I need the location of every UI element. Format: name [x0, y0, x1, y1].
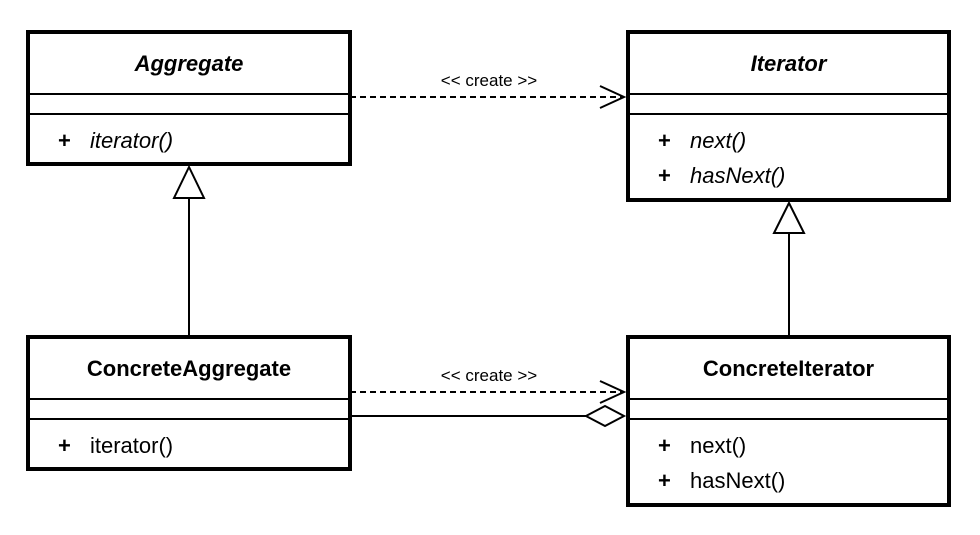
visibility: +: [658, 127, 671, 153]
operation: + hasNext(): [630, 463, 947, 498]
class-name: Aggregate: [30, 34, 348, 95]
attributes-compartment: [30, 400, 348, 420]
visibility: +: [58, 127, 71, 153]
operation-name: iterator(): [90, 127, 174, 153]
operation-name: hasNext(): [690, 467, 786, 493]
generalization-arrowhead-right: [772, 200, 806, 234]
attributes-compartment: [630, 95, 947, 115]
operations-compartment: + iterator(): [30, 420, 348, 463]
operation: + iterator(): [30, 428, 348, 463]
class-iterator[interactable]: Iterator + next() + hasNext(): [626, 30, 951, 202]
operations-compartment: + next() + hasNext(): [630, 420, 947, 498]
class-concrete-iterator[interactable]: ConcreteIterator + next() + hasNext(): [626, 335, 951, 507]
visibility: +: [658, 162, 671, 188]
operations-compartment: + iterator(): [30, 115, 348, 158]
operation: + next(): [630, 123, 947, 158]
attributes-compartment: [30, 95, 348, 115]
visibility: +: [58, 432, 71, 458]
visibility: +: [658, 467, 671, 493]
generalization-arrowhead-left: [172, 164, 206, 199]
class-name: ConcreteIterator: [630, 339, 947, 400]
open-arrowhead-top: [599, 85, 627, 109]
create-label-top: << create >>: [441, 71, 537, 90]
visibility: +: [658, 432, 671, 458]
operation-name: next(): [690, 127, 747, 153]
operation-name: next(): [690, 432, 747, 458]
attributes-compartment: [630, 400, 947, 420]
create-label-bottom: << create >>: [441, 366, 537, 385]
class-name: Iterator: [630, 34, 947, 95]
class-name: ConcreteAggregate: [30, 339, 348, 400]
open-arrowhead-bottom: [599, 380, 627, 404]
operation: + hasNext(): [630, 158, 947, 193]
operation: + next(): [630, 428, 947, 463]
operation: + iterator(): [30, 123, 348, 158]
class-aggregate[interactable]: Aggregate + iterator(): [26, 30, 352, 166]
operation-name: iterator(): [90, 432, 174, 458]
class-concrete-aggregate[interactable]: ConcreteAggregate + iterator(): [26, 335, 352, 471]
operation-name: hasNext(): [690, 162, 786, 188]
operations-compartment: + next() + hasNext(): [630, 115, 947, 193]
aggregation-diamond: [583, 404, 627, 428]
